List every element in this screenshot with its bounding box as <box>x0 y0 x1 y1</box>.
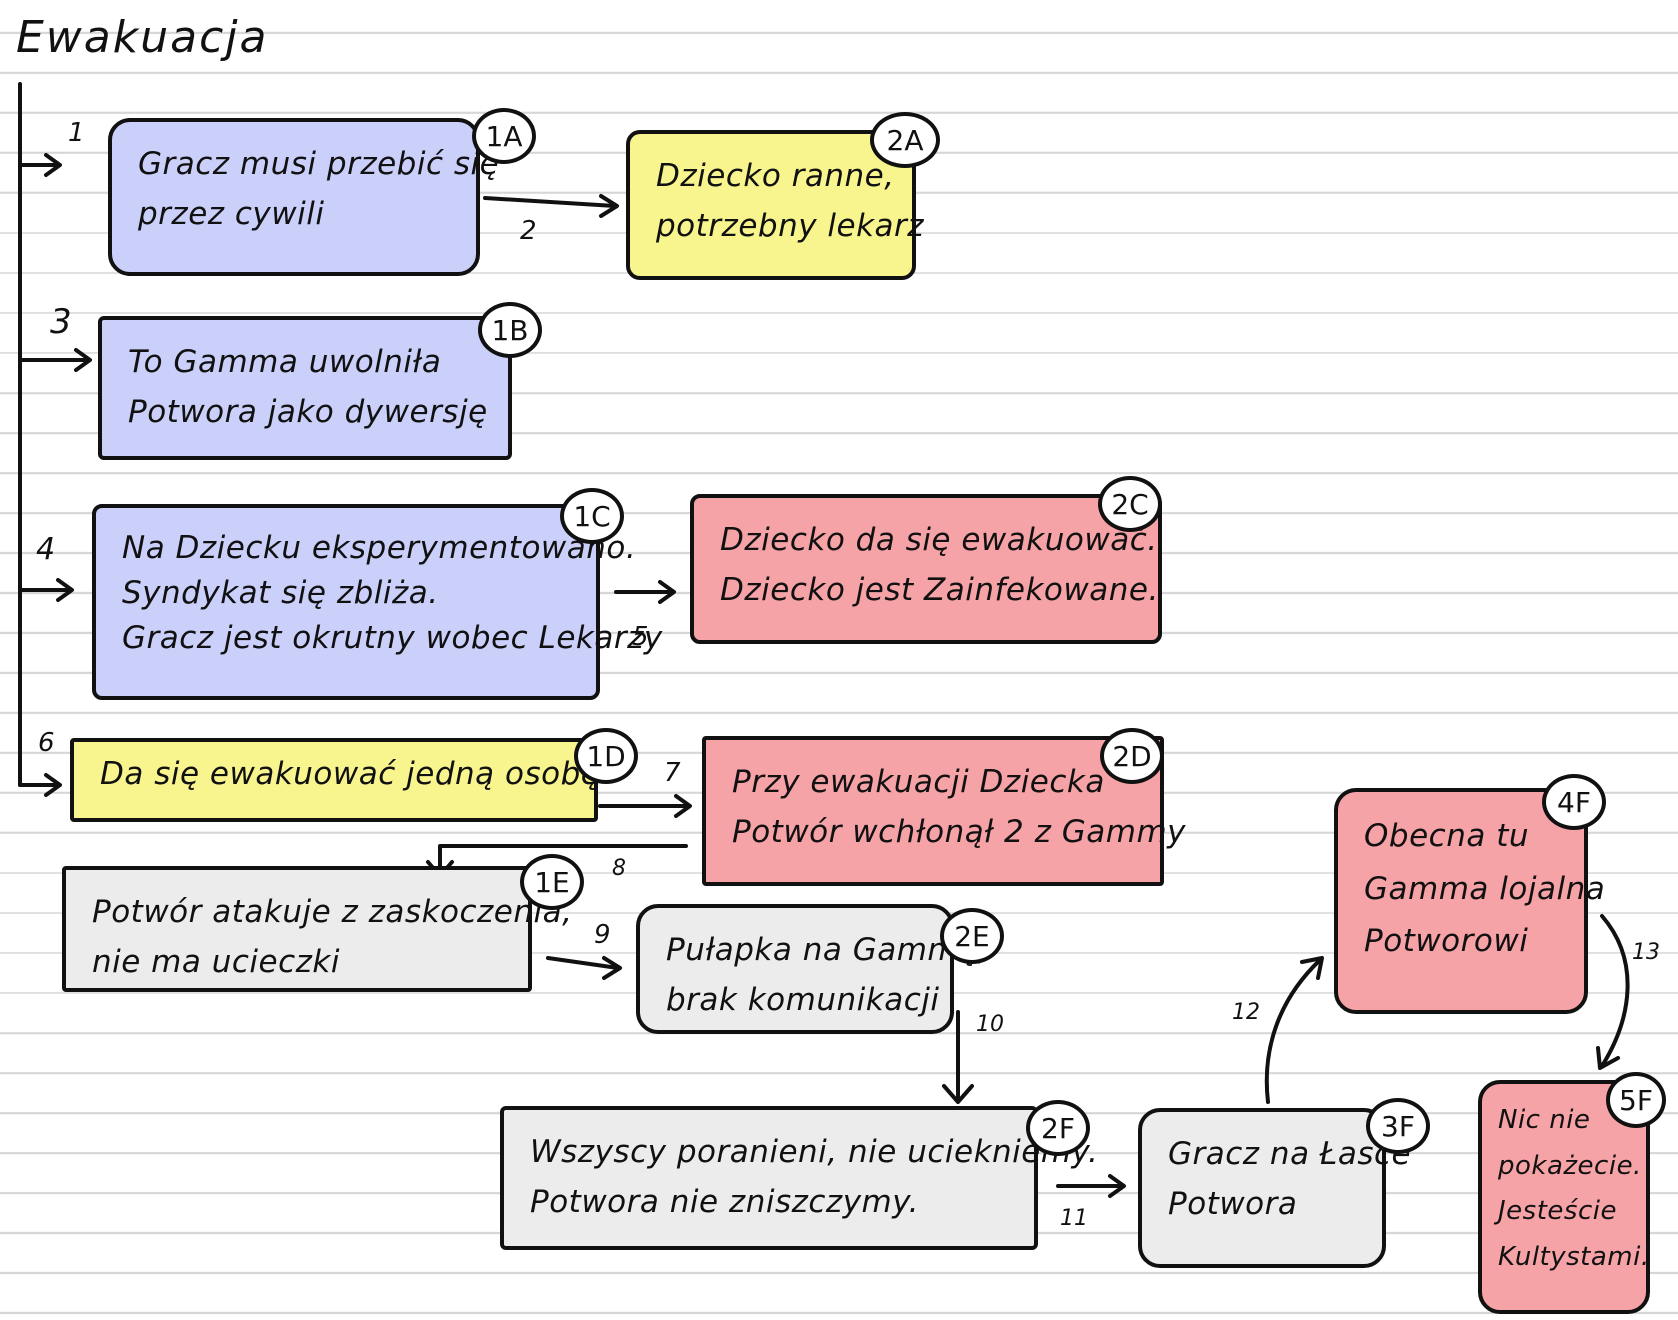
edge-1-head <box>44 153 62 177</box>
edge-label-9: 9 <box>594 920 611 950</box>
edge-7-head <box>674 794 692 818</box>
node-1C-line-1: Na Dziecku eksperymentowano. <box>122 530 637 566</box>
node-5F-line-1: Nic nie <box>1498 1105 1591 1135</box>
node-2D: Przy ewakuacji Dziecka Potwór wchłonął 2… <box>702 736 1187 886</box>
node-3F-line-1: Gracz na Łasce <box>1168 1136 1412 1172</box>
edge-label-3: 3 <box>50 302 72 342</box>
node-2F-line-1: Wszyscy poranieni, nie uciekniemy. <box>530 1134 1099 1170</box>
edge-11-head <box>1108 1174 1126 1198</box>
edge-8 <box>438 844 688 876</box>
node-1C: Na Dziecku eksperymentowano. Syndykat si… <box>92 504 663 700</box>
edge-label-11: 11 <box>1060 1206 1088 1231</box>
node-2D-line-1: Przy ewakuacji Dziecka <box>732 764 1105 800</box>
edge-12-head <box>1300 956 1324 980</box>
node-2A: Dziecko ranne, potrzebny lekarz <box>626 130 925 280</box>
edge-label-2: 2 <box>520 216 537 246</box>
node-2A-tag: 2A <box>870 112 940 168</box>
node-5F-line-4: Kultystami. <box>1498 1241 1650 1272</box>
node-1B-line-2: Potwora jako dywersję <box>128 393 488 430</box>
edge-12 <box>1264 958 1322 1104</box>
node-5F-tag: 5F <box>1606 1072 1666 1128</box>
node-2A-line-1: Dziecko ranne, <box>656 158 895 194</box>
edge-4-head <box>56 578 74 602</box>
node-2F-line-2: Potwora nie zniszczymy. <box>530 1183 920 1220</box>
node-4F: Obecna tu Gamma lojalna Potworowi <box>1334 788 1606 1014</box>
node-2F-tag: 2F <box>1026 1100 1090 1156</box>
node-5F-line-3: Jesteście <box>1498 1196 1617 1226</box>
node-4F-line-1: Obecna tu <box>1364 818 1529 854</box>
edge-3-head <box>74 348 92 372</box>
node-1E-tag: 1E <box>520 854 584 910</box>
node-1A: Gracz musi przebić się przez cywili <box>108 118 500 276</box>
edge-label-6: 6 <box>38 728 55 758</box>
node-3F-line-2: Potwora <box>1168 1185 1298 1222</box>
node-2D-tag: 2D <box>1100 728 1164 784</box>
node-1A-line-2: przez cywili <box>138 195 325 232</box>
node-4F-line-2: Gamma lojalna <box>1364 870 1606 907</box>
node-2C: Dziecko da się ewakuować. Dziecko jest Z… <box>690 494 1162 644</box>
node-1E-line-1: Potwór atakuje z zaskoczenia, <box>92 894 573 930</box>
node-2E-line-1: Pułapka na Gammę, <box>666 932 989 968</box>
node-1E-line-2: nie ma ucieczki <box>92 943 340 980</box>
node-2E-tag: 2E <box>940 908 1004 964</box>
node-1A-line-1: Gracz musi przebić się <box>138 146 500 182</box>
edge-13-head <box>1596 1046 1620 1070</box>
node-2E-line-2: brak komunikacji <box>666 981 940 1018</box>
node-2D-line-2: Potwór wchłonął 2 z Gammy <box>732 813 1187 850</box>
node-5F: Nic nie pokażecie. Jesteście Kultystami. <box>1478 1080 1650 1314</box>
edge-9 <box>546 956 620 970</box>
edge-label-7: 7 <box>664 758 681 788</box>
node-5F-line-2: pokażecie. <box>1498 1150 1642 1181</box>
node-1D-line-1: Da się ewakuować jedną osobę <box>100 756 601 792</box>
node-2F: Wszyscy poranieni, nie uciekniemy. Potwo… <box>500 1106 1099 1250</box>
node-2E: Pułapka na Gammę, brak komunikacji <box>636 904 989 1034</box>
node-3F: Gracz na Łasce Potwora <box>1138 1108 1412 1268</box>
edge-13 <box>1600 914 1630 1068</box>
edge-5-head <box>658 580 676 604</box>
edge-9-head <box>602 956 622 980</box>
edge-6-head <box>44 773 62 797</box>
node-1B-tag: 1B <box>478 302 542 358</box>
edge-label-8: 8 <box>612 856 626 881</box>
edge-label-12: 12 <box>1232 1000 1260 1025</box>
edge-2 <box>483 196 617 208</box>
node-1B-line-1: To Gamma uwolniła <box>128 344 442 380</box>
edge-label-13: 13 <box>1632 940 1660 965</box>
node-2C-line-1: Dziecko da się ewakuować. <box>720 522 1158 558</box>
node-3F-tag: 3F <box>1366 1098 1430 1154</box>
node-4F-line-3: Potworowi <box>1364 923 1529 960</box>
node-1C-line-2: Syndykat się zbliża. <box>122 574 439 611</box>
node-1E: Potwór atakuje z zaskoczenia, nie ma uci… <box>62 866 573 992</box>
edge-label-4: 4 <box>36 532 56 567</box>
node-1C-line-3: Gracz jest okrutny wobec Lekarzy <box>122 619 663 656</box>
edge-label-10: 10 <box>976 1012 1004 1037</box>
edge-label-5: 5 <box>632 622 649 652</box>
node-1D-tag: 1D <box>574 728 638 784</box>
edge-2-head <box>599 194 619 218</box>
node-2A-line-2: potrzebny lekarz <box>656 207 925 244</box>
node-1A-tag: 1A <box>472 108 536 164</box>
node-1B: To Gamma uwolniła Potwora jako dywersję <box>98 316 512 460</box>
page-title: Ewakuacja <box>16 12 269 63</box>
edge-10-head <box>942 1084 974 1104</box>
node-1C-tag: 1C <box>560 488 624 544</box>
node-1D: Da się ewakuować jedną osobę <box>70 738 601 822</box>
node-4F-tag: 4F <box>1542 774 1606 830</box>
node-2C-line-2: Dziecko jest Zainfekowane. <box>720 571 1159 608</box>
node-2C-tag: 2C <box>1098 476 1162 532</box>
edge-label-1: 1 <box>68 118 85 148</box>
